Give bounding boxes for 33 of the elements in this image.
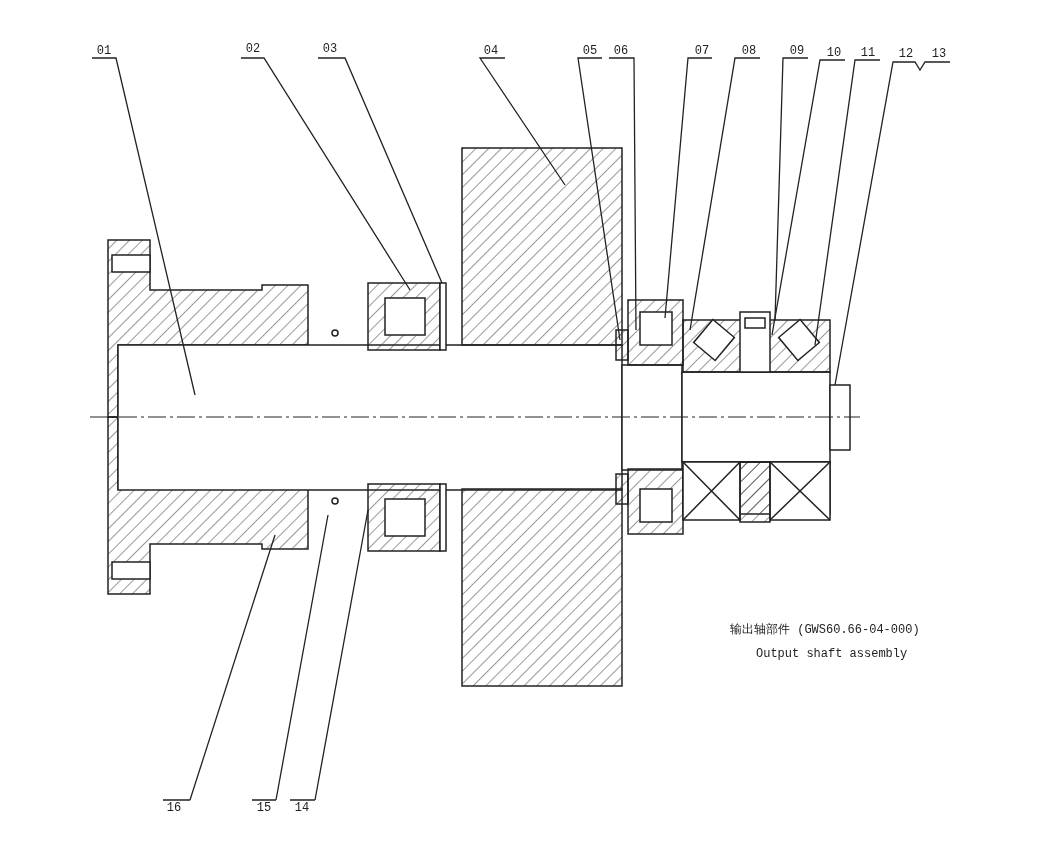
callout-number: 06: [609, 44, 633, 58]
leader-line: [664, 57, 713, 319]
callout-number: 11: [856, 46, 880, 60]
caption-text: Output shaft assembly: [756, 647, 908, 661]
leader-line: [608, 57, 637, 331]
leader-line: [162, 534, 276, 801]
leader-line: [317, 57, 443, 284]
callout-number: 09: [785, 44, 809, 58]
callout-number: 02: [241, 42, 265, 56]
callout-number: 16: [162, 801, 186, 815]
leader-line: [689, 57, 761, 331]
leader-line: [251, 514, 329, 801]
callout-number: 01: [92, 44, 116, 58]
leader-line: [774, 57, 809, 321]
leader-line: [577, 57, 621, 341]
leader-line: [91, 57, 196, 396]
leader-line: [771, 59, 846, 336]
callout-number: 08: [737, 44, 761, 58]
callout-number: 07: [690, 44, 714, 58]
callout-number: 10: [822, 46, 846, 60]
caption-text: 输出轴部件 (GWS60.66-04-000): [730, 622, 920, 638]
callout-number: 03: [318, 42, 342, 56]
leader-line: [289, 509, 369, 801]
leader-line: [478, 57, 566, 186]
leader-line: [834, 61, 951, 386]
leader-line: [240, 57, 411, 291]
callout-number: 14: [290, 801, 314, 815]
callout-number: 13: [927, 47, 951, 61]
callout-number: 12: [894, 47, 918, 61]
leader-line: [814, 59, 881, 346]
callout-number: 15: [252, 801, 276, 815]
callout-number: 04: [479, 44, 503, 58]
callout-number: 05: [578, 44, 602, 58]
